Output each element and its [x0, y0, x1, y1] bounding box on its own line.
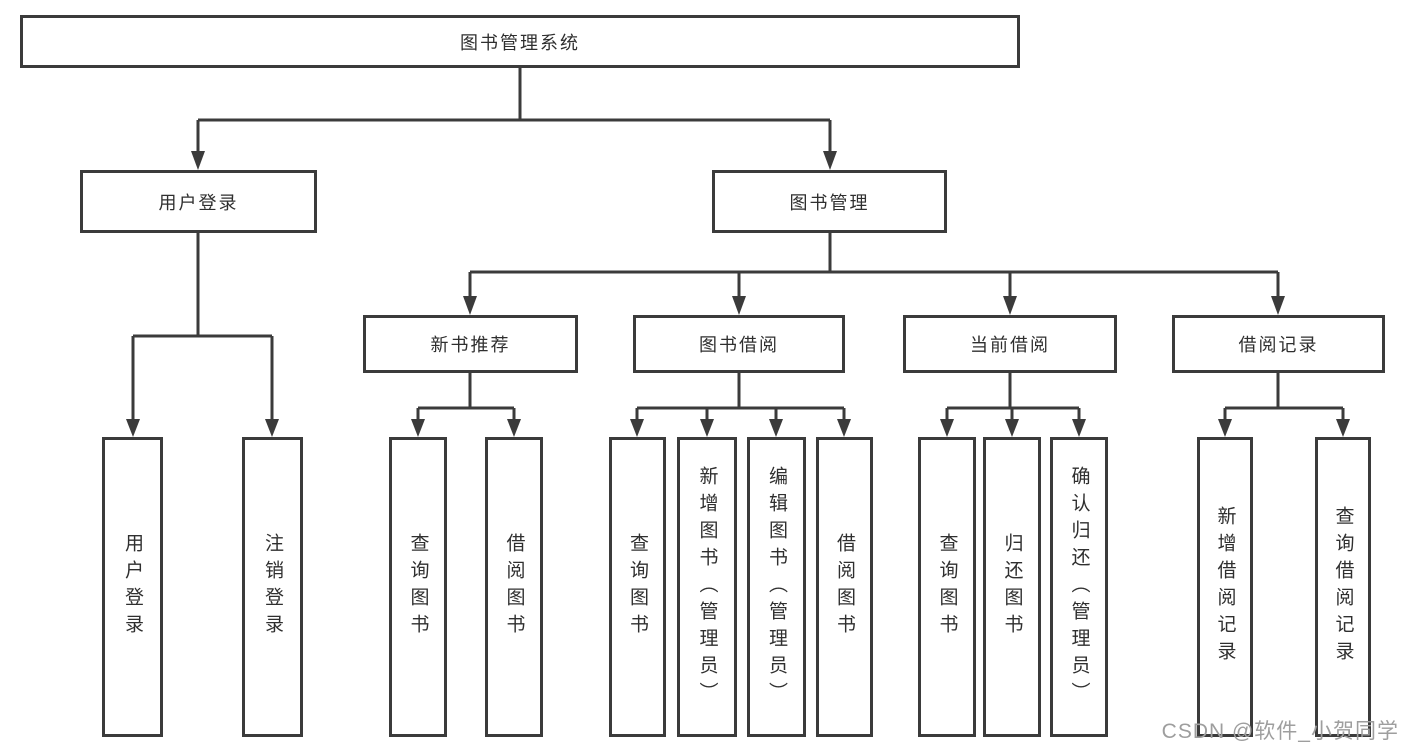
node-book-management-label: 图书管理	[789, 192, 870, 213]
node-book-borrow: 图书借阅	[633, 315, 845, 373]
leaf-borrow-books-2: 借阅图书	[816, 437, 873, 737]
leaf-add-borrow-record-label: 新增借阅记录	[1214, 506, 1236, 668]
leaf-borrow-books-1: 借阅图书	[485, 437, 543, 737]
leaf-logout: 注销登录	[242, 437, 303, 737]
node-current-borrow-label: 当前借阅	[970, 335, 1050, 355]
node-borrow-records-label: 借阅记录	[1238, 335, 1319, 355]
leaf-return-books-label: 归还图书	[1001, 533, 1023, 641]
leaf-query-books-3-label: 查询图书	[936, 533, 958, 641]
node-new-book-recommend-label: 新书推荐	[430, 335, 511, 355]
leaf-confirm-return-admin: 确认归还（管理员）	[1050, 437, 1108, 737]
leaf-edit-books-admin-label: 编辑图书（管理员）	[766, 465, 787, 709]
node-new-book-recommend: 新书推荐	[363, 315, 578, 373]
leaf-query-borrow-record: 查询借阅记录	[1315, 437, 1371, 737]
node-user-login: 用户登录	[80, 170, 317, 233]
leaf-user-login-label: 用户登录	[122, 533, 143, 641]
node-book-management: 图书管理	[712, 170, 947, 233]
leaf-query-books-3: 查询图书	[918, 437, 976, 737]
node-current-borrow: 当前借阅	[903, 315, 1117, 373]
node-borrow-records: 借阅记录	[1172, 315, 1385, 373]
leaf-query-books-2: 查询图书	[609, 437, 666, 737]
node-root: 图书管理系统	[20, 15, 1020, 68]
watermark: CSDN @软件_小贺同学	[1161, 720, 1399, 743]
node-user-login-label: 用户登录	[158, 192, 239, 213]
node-root-label: 图书管理系统	[460, 32, 580, 53]
leaf-edit-books-admin: 编辑图书（管理员）	[747, 437, 806, 737]
leaf-confirm-return-admin-label: 确认归还（管理员）	[1068, 465, 1090, 709]
leaf-return-books: 归还图书	[983, 437, 1041, 737]
leaf-borrow-books-2-label: 借阅图书	[834, 533, 855, 641]
leaf-logout-label: 注销登录	[262, 533, 283, 641]
leaf-query-borrow-record-label: 查询借阅记录	[1332, 506, 1354, 668]
node-book-borrow-label: 图书借阅	[699, 335, 779, 355]
leaf-user-login: 用户登录	[102, 437, 163, 737]
leaf-borrow-books-1-label: 借阅图书	[503, 533, 525, 641]
leaf-query-books-2-label: 查询图书	[627, 533, 648, 641]
leaf-add-books-admin: 新增图书（管理员）	[677, 437, 737, 737]
leaf-add-books-admin-label: 新增图书（管理员）	[696, 465, 718, 709]
leaf-query-books-1-label: 查询图书	[407, 533, 429, 641]
leaf-add-borrow-record: 新增借阅记录	[1197, 437, 1253, 737]
leaf-query-books-1: 查询图书	[389, 437, 447, 737]
